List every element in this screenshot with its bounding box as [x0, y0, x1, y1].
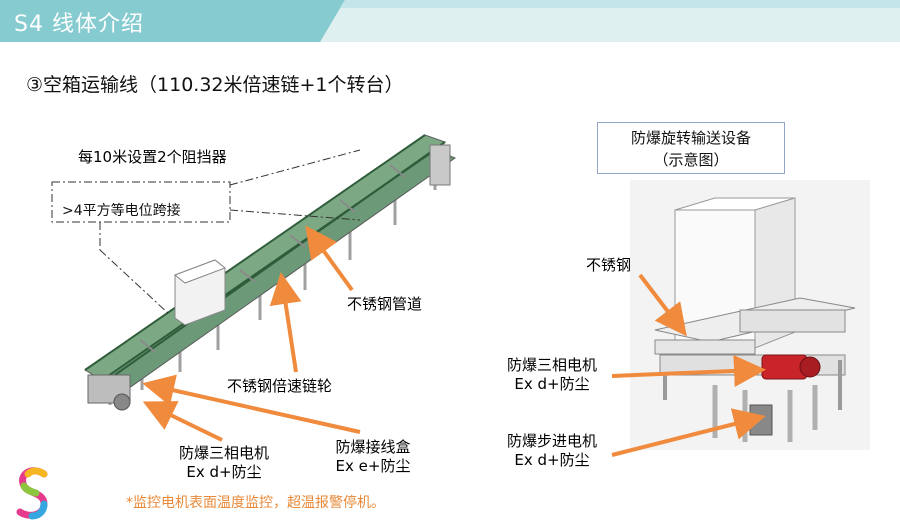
stepper-line1: 防爆步进电机	[506, 432, 597, 450]
rotary-conveyor-illustration	[630, 180, 870, 450]
header-bar: S4 线体介绍	[0, 0, 900, 42]
rotary-title-line2: （示意图）	[653, 151, 729, 169]
label-grounding: >4平方等电位跨接	[62, 200, 181, 220]
right-motor-line2: Ex d+防尘	[514, 375, 590, 393]
label-right-motor: 防爆三相电机 Ex d+防尘	[494, 356, 610, 394]
header-background	[0, 0, 900, 42]
stepper-line2: Ex d+防尘	[514, 451, 590, 469]
left-motor-line1: 防爆三相电机	[178, 444, 269, 462]
callout-lines	[51, 149, 361, 316]
arrow-stepper-motor	[611, 408, 766, 457]
junction-line1: 防爆接线盒	[335, 438, 411, 456]
label-stainless-pipe: 不锈钢管道	[347, 295, 423, 313]
arrow-steel	[638, 273, 687, 337]
left-motor-line2: Ex d+防尘	[186, 463, 262, 481]
label-left-motor: 防爆三相电机 Ex d+防尘	[164, 444, 284, 482]
label-chain-wheel: 不锈钢倍速链轮	[227, 377, 333, 395]
arrow-right-motor	[611, 354, 766, 387]
label-blockers: 每10米设置2个阻挡器	[78, 148, 227, 166]
page-title: S4 线体介绍	[14, 12, 144, 37]
rotary-title-box: 防爆旋转输送设备 （示意图）	[597, 122, 785, 174]
footnote: *监控电机表面温度监控，超温报警停机。	[126, 495, 385, 511]
right-motor-line1: 防爆三相电机	[506, 356, 597, 374]
label-junction-box: 防爆接线盒 Ex e+防尘	[318, 438, 428, 476]
s-logo-icon	[16, 467, 48, 520]
rotary-title-line1: 防爆旋转输送设备	[630, 129, 751, 147]
label-stainless-steel: 不锈钢	[586, 256, 632, 274]
arrow-chain-wheel	[269, 272, 302, 373]
section-subtitle: ③空箱运输线（110.32米倍速链+1个转台）	[26, 74, 404, 96]
arrow-pipe	[305, 225, 354, 292]
arrow-left-motor	[142, 401, 223, 442]
junction-line2: Ex e+防尘	[335, 457, 411, 475]
label-stepper-motor: 防爆步进电机 Ex d+防尘	[494, 432, 610, 470]
arrow-junction-box	[142, 374, 361, 434]
